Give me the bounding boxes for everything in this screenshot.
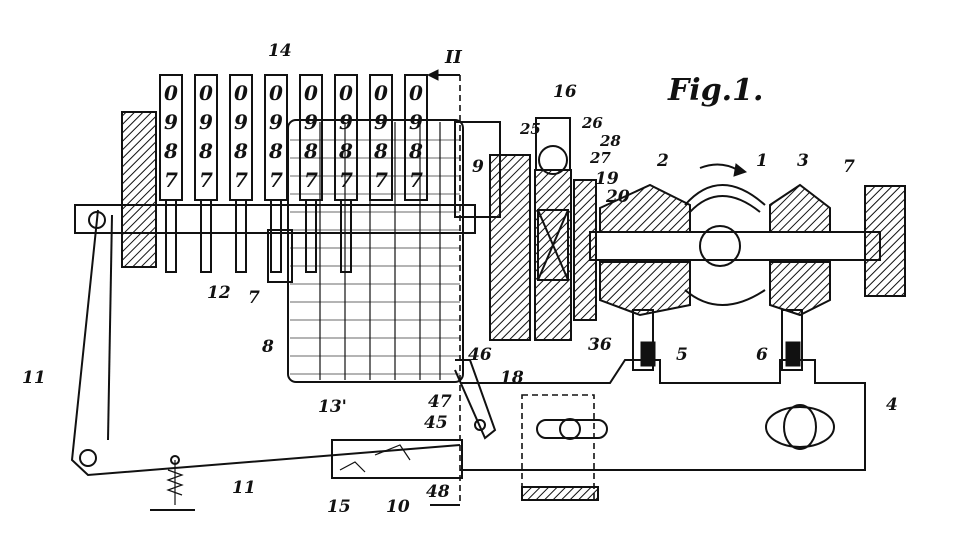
counter-wheel: 0 9 8 7 [194, 74, 218, 273]
wheel-digit: 9 [339, 110, 353, 134]
label-2: 2 [656, 151, 669, 171]
label-12: 12 [207, 283, 231, 303]
wheel-digit: 9 [374, 110, 388, 134]
label-5: 5 [676, 345, 688, 365]
label-11-upper: 11 [22, 368, 46, 388]
label-4: 4 [886, 395, 898, 415]
wheel-digit: 8 [303, 139, 318, 163]
label-7-left: 7 [248, 288, 260, 308]
label-11-lower: 11 [232, 478, 256, 498]
wheel-digit: 0 [164, 81, 178, 105]
wheel-digit: 7 [164, 168, 178, 192]
label-20: 20 [605, 187, 630, 207]
label-3: 3 [797, 151, 809, 171]
wheel-digit: 0 [409, 81, 423, 105]
label-48: 48 [426, 482, 450, 502]
wheel-digit: 9 [234, 110, 248, 134]
wheel-digit: 9 [164, 110, 178, 134]
drum [267, 119, 501, 383]
label-15: 15 [327, 497, 351, 517]
wheel-digit: 9 [409, 110, 423, 134]
wheel-digit: 9 [199, 110, 213, 134]
wheel-digit: 0 [304, 81, 318, 105]
wheel-digit: 7 [339, 168, 353, 192]
wheel-digit: 9 [304, 110, 318, 134]
wheel-digit: 7 [269, 168, 283, 192]
label-45: 45 [424, 413, 448, 433]
label-9: 9 [472, 157, 484, 177]
wheel-digit: 0 [374, 81, 388, 105]
lever-frame [70, 209, 497, 511]
label-19: 19 [595, 169, 619, 189]
figure-labels: Fig.1. II 1 2 3 4 5 6 7 7 8 9 10 11 11 1… [22, 41, 898, 517]
label-1: 1 [756, 151, 768, 171]
wheel-digit: 0 [269, 81, 283, 105]
section-line [426, 69, 461, 506]
label-26: 26 [581, 114, 603, 132]
label-18: 18 [500, 368, 524, 388]
label-14: 14 [268, 41, 292, 61]
wheel-digit: 8 [373, 139, 388, 163]
figure-title: Fig.1. [667, 73, 763, 108]
wheel-digit: 7 [199, 168, 213, 192]
counter-wheel: 0 9 8 7 [404, 74, 428, 201]
label-46: 46 [468, 345, 492, 365]
wheel-digit: 8 [408, 139, 423, 163]
wheel-digit: 8 [233, 139, 248, 163]
wheel-digit: 7 [234, 168, 248, 192]
spider-gear [489, 117, 597, 341]
wheel-digit: 7 [409, 168, 423, 192]
wheel-digit: 9 [269, 110, 283, 134]
label-8: 8 [261, 337, 274, 357]
label-27: 27 [589, 149, 611, 167]
label-25: 25 [519, 120, 541, 138]
counter-wheel: 0 9 8 7 [229, 74, 253, 273]
wheel-digit: 7 [304, 168, 318, 192]
wheel-digit: 8 [163, 139, 178, 163]
counter-wheel: 0 9 8 7 [299, 74, 323, 273]
label-10: 10 [386, 497, 410, 517]
wheel-digit: 0 [199, 81, 213, 105]
label-47: 47 [428, 392, 452, 412]
counter-wheel: 0 9 8 7 [369, 74, 393, 201]
wheel-digit: 0 [234, 81, 248, 105]
label-28: 28 [599, 132, 621, 150]
differential-housing [599, 163, 831, 371]
label-36: 36 [588, 335, 612, 355]
section-mark: II [444, 47, 462, 68]
label-13: 13' [318, 397, 347, 417]
base-frame [460, 359, 866, 501]
counter-wheel: 0 9 8 7 [159, 74, 183, 273]
wheel-digit: 0 [339, 81, 353, 105]
wheel-digit: 7 [374, 168, 388, 192]
wheel-digit: 8 [268, 139, 283, 163]
label-16: 16 [553, 82, 577, 102]
label-7-right: 7 [843, 157, 855, 177]
wheel-digit: 8 [198, 139, 213, 163]
label-6: 6 [756, 345, 768, 365]
